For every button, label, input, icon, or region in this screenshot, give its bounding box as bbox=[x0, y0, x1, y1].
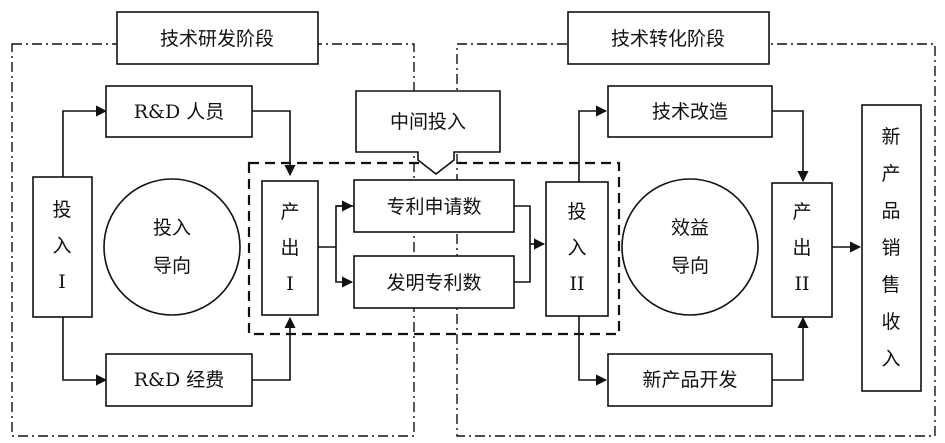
intermediate-input-text: 中间投入 bbox=[390, 111, 466, 133]
benefit-orientation-line: 导向 bbox=[671, 255, 709, 277]
input-1-char: 入 bbox=[52, 235, 71, 257]
new-product-sales-box: 新 产 品 销 售 收 入 bbox=[861, 104, 922, 392]
input-orientation-circle: 投入 导向 bbox=[103, 178, 241, 316]
output-2-char: 产 bbox=[792, 201, 811, 223]
new-product-sales-char: 品 bbox=[881, 200, 900, 222]
input-2-box: 投 入 II bbox=[545, 181, 609, 317]
output-2-char: II bbox=[794, 273, 809, 295]
rd-funding-text: R&D 经费 bbox=[134, 369, 225, 391]
benefit-orientation-circle: 效益 导向 bbox=[621, 178, 759, 316]
rd-funding-box: R&D 经费 bbox=[105, 353, 253, 407]
output-1-char: 产 bbox=[280, 201, 299, 223]
input-orientation-line: 导向 bbox=[153, 255, 191, 277]
rd-personnel-box: R&D 人员 bbox=[105, 85, 253, 138]
new-product-sales-char: 收 bbox=[881, 311, 900, 333]
input-1-char: 投 bbox=[52, 199, 71, 221]
invention-patents-box: 发明专利数 bbox=[353, 255, 515, 309]
new-product-sales-char: 产 bbox=[881, 163, 900, 185]
input-2-char: 入 bbox=[567, 237, 586, 259]
output-1-char: 出 bbox=[280, 237, 299, 259]
new-product-sales-char: 新 bbox=[881, 126, 900, 148]
input-2-char: II bbox=[569, 273, 584, 295]
transform-stage-region bbox=[456, 43, 936, 437]
benefit-orientation-line: 效益 bbox=[671, 217, 709, 239]
tech-renovation-box: 技术改造 bbox=[607, 85, 773, 138]
input-1-char: I bbox=[58, 271, 66, 293]
tech-renovation-text: 技术改造 bbox=[652, 101, 728, 123]
input-orientation-line: 投入 bbox=[153, 217, 191, 239]
new-product-sales-char: 销 bbox=[881, 237, 900, 259]
stage-rd-title: 技术研发阶段 bbox=[116, 11, 319, 65]
new-product-development-text: 新产品开发 bbox=[642, 369, 737, 391]
output-1-char: I bbox=[286, 273, 294, 295]
patent-applications-box: 专利申请数 bbox=[353, 179, 515, 233]
new-product-sales-char: 售 bbox=[881, 274, 900, 296]
stage-transform-title-text: 技术转化阶段 bbox=[611, 28, 725, 50]
stage-rd-title-text: 技术研发阶段 bbox=[160, 28, 274, 50]
output-2-box: 产 出 II bbox=[771, 182, 833, 318]
intermediate-input-callout bbox=[355, 90, 501, 176]
input-2-char: 投 bbox=[567, 201, 586, 223]
output-2-char: 出 bbox=[792, 237, 811, 259]
rd-personnel-text: R&D 人员 bbox=[134, 101, 225, 123]
input-1-box: 投 入 I bbox=[32, 176, 93, 318]
new-product-sales-char: 入 bbox=[881, 348, 900, 370]
stage-transform-title: 技术转化阶段 bbox=[567, 11, 770, 65]
output-1-box: 产 出 I bbox=[261, 180, 319, 316]
invention-patents-text: 发明专利数 bbox=[386, 272, 481, 294]
new-product-development-box: 新产品开发 bbox=[607, 353, 773, 407]
patent-applications-text: 专利申请数 bbox=[386, 196, 481, 218]
